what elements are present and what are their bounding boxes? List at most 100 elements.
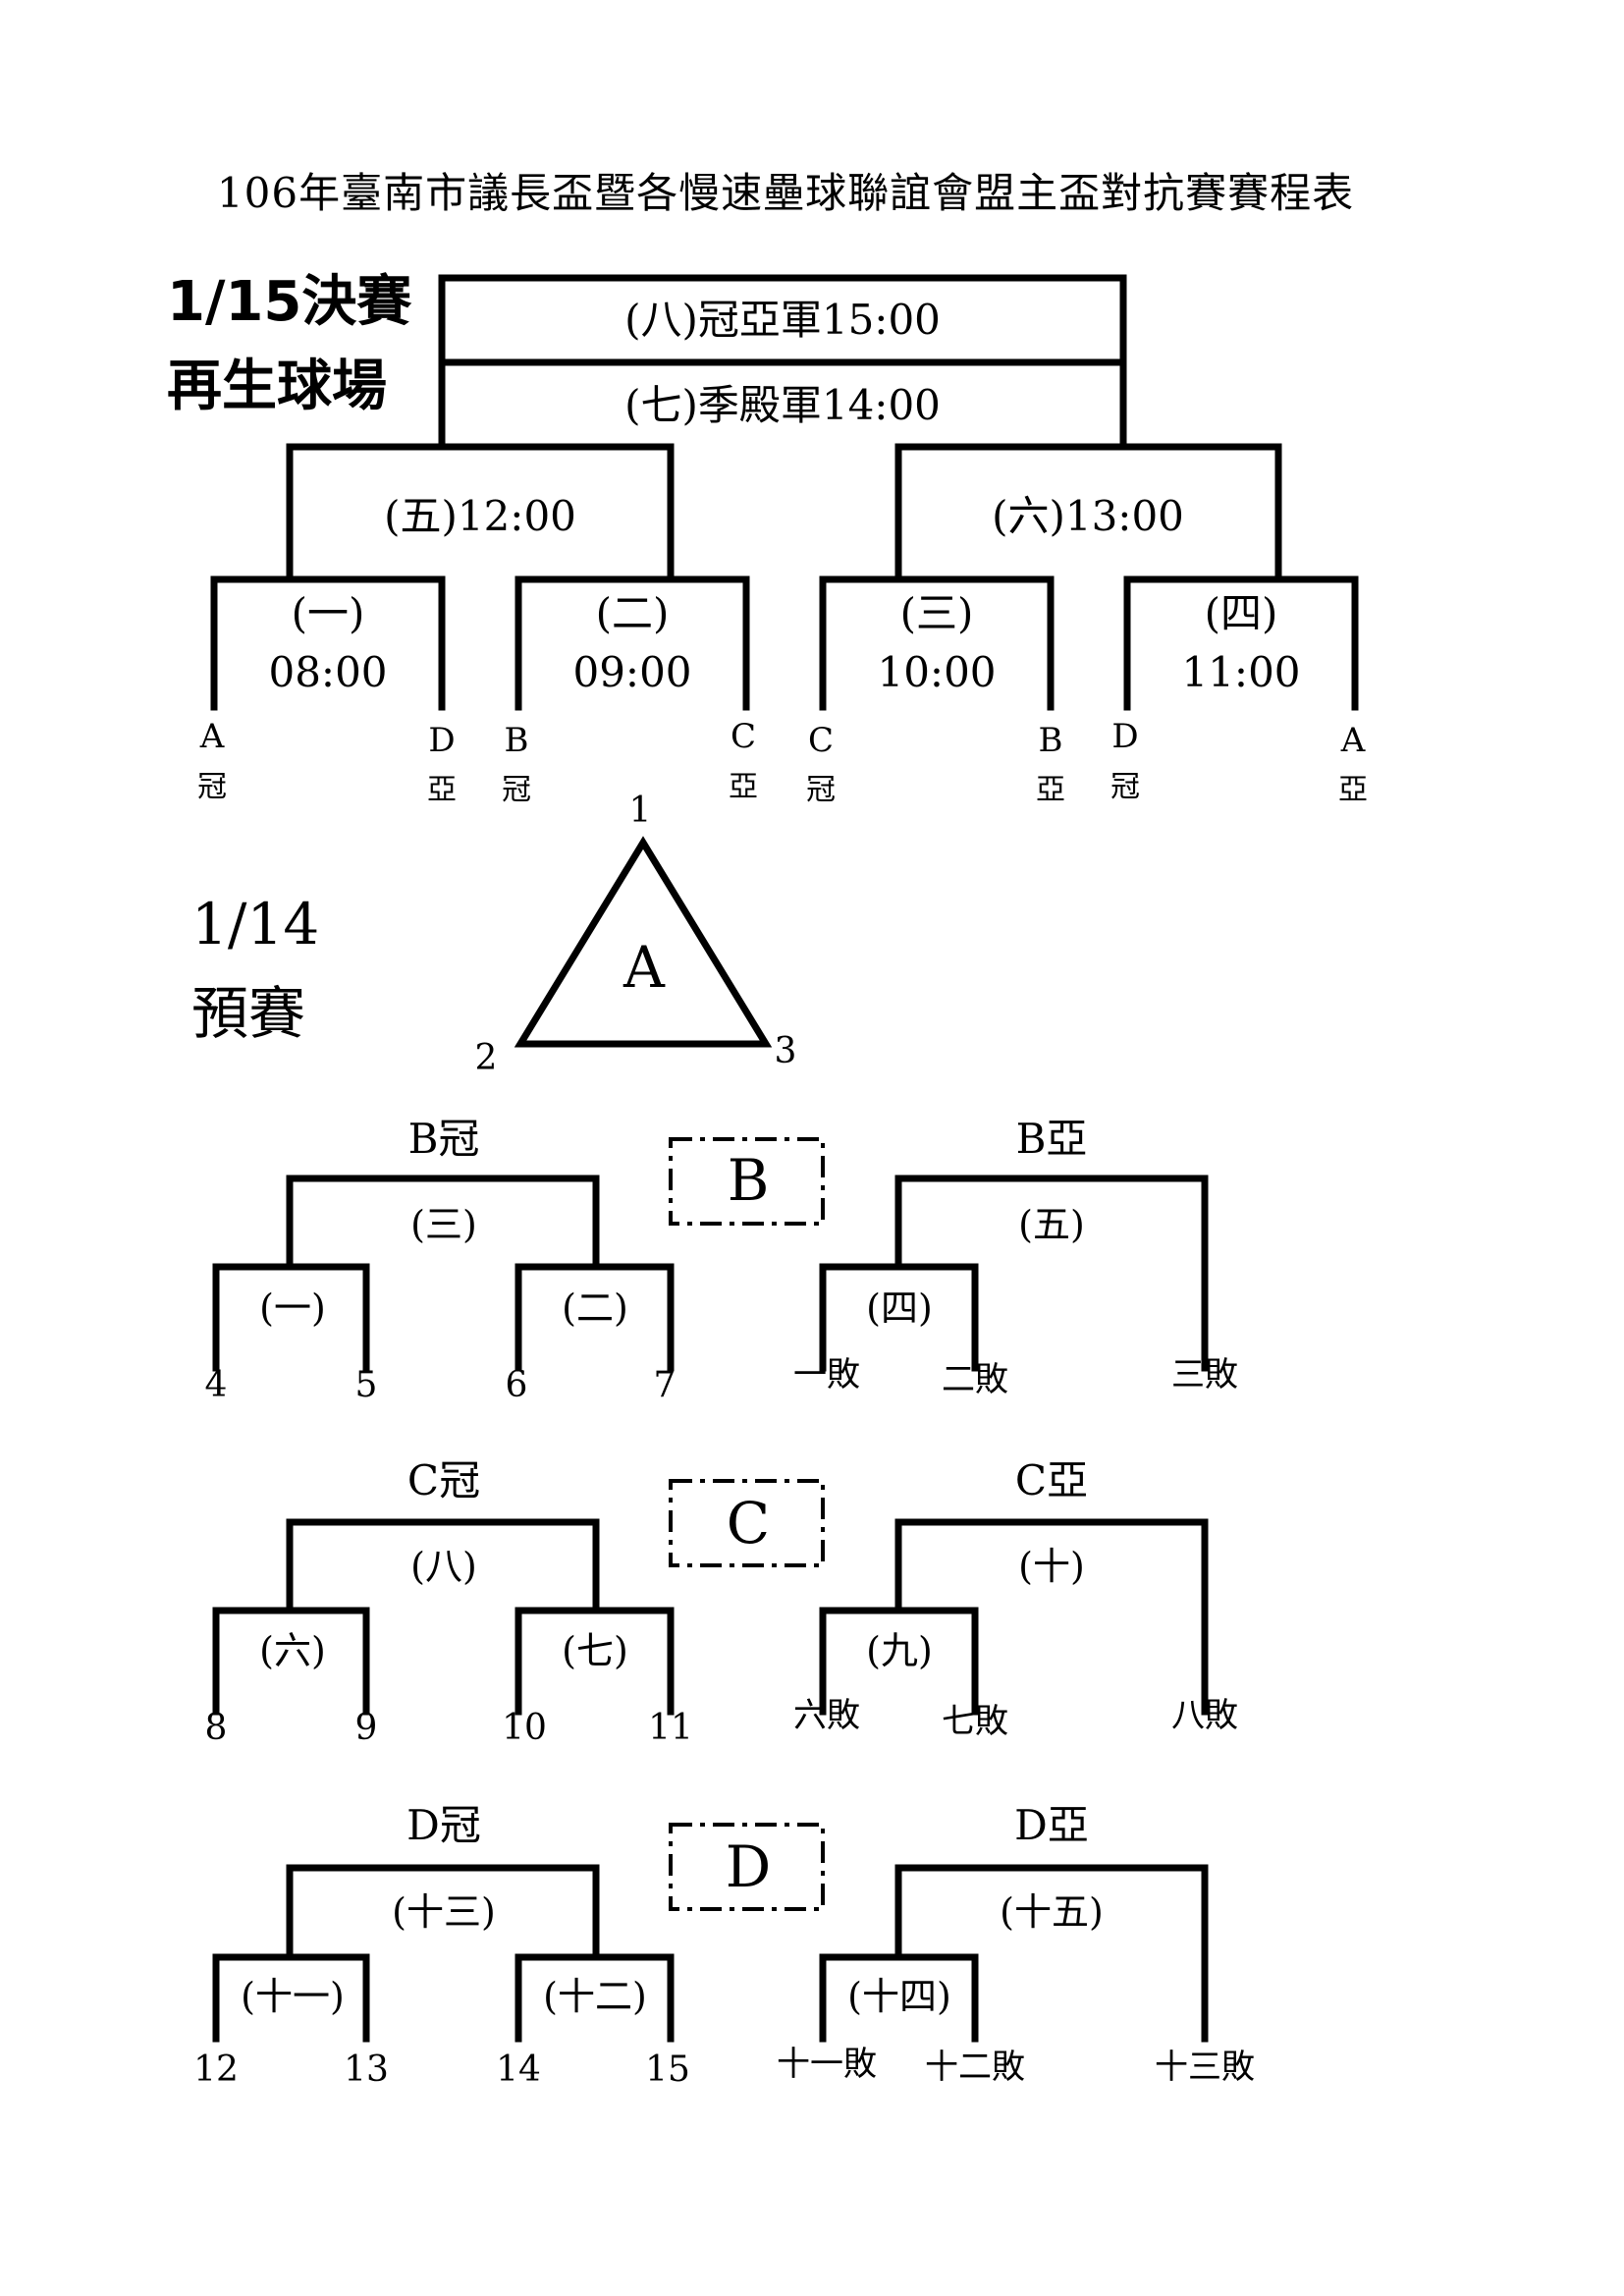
group-b-game-3: (三) xyxy=(410,1203,477,1246)
group-d-lose-left xyxy=(819,1953,979,2043)
seed-8-rank: 亞 xyxy=(1338,773,1368,807)
group-c-team-4: 11 xyxy=(648,1708,693,1748)
seed-6-rank: 亞 xyxy=(1036,773,1065,807)
seed-7-group: D xyxy=(1111,717,1139,756)
seed-5-group: C xyxy=(807,721,835,760)
semifinal-bracket-left xyxy=(286,443,675,583)
qf2-number: (二) xyxy=(595,589,670,637)
group-c-win-right xyxy=(514,1607,675,1716)
group-d-win-top xyxy=(286,1864,600,1961)
group-d-game-12: (十二) xyxy=(543,1975,647,2018)
qf-bracket-3 xyxy=(819,575,1055,711)
group-c-loser-1: 六敗 xyxy=(793,1696,860,1735)
group-b-lose-left xyxy=(819,1263,979,1372)
final-venue-label: 再生球場 xyxy=(167,355,387,418)
seed-4-group: C xyxy=(730,717,757,756)
group-c-team-3: 10 xyxy=(502,1708,547,1748)
seed-5-rank: 冠 xyxy=(806,773,836,807)
seed-1-group: A xyxy=(199,717,225,756)
group-b-lose-top xyxy=(894,1175,1209,1372)
group-d-game-11: (十一) xyxy=(241,1975,345,2018)
group-b-lose-label: B亞 xyxy=(1015,1115,1088,1163)
final-game6-label: (六)13:00 xyxy=(992,492,1184,540)
group-c-game-8: (八) xyxy=(410,1545,477,1588)
group-d-win-left xyxy=(212,1953,370,2043)
group-a-team-1: 1 xyxy=(628,791,652,831)
group-d-lose-label: D亞 xyxy=(1014,1801,1089,1849)
group-c-lose-label: C亞 xyxy=(1014,1456,1089,1504)
group-c-lose-left xyxy=(819,1607,979,1716)
group-b-game-2: (二) xyxy=(562,1286,628,1330)
qf2-time: 09:00 xyxy=(572,648,692,696)
seed-8-group: A xyxy=(1340,721,1366,760)
qf-bracket-1 xyxy=(210,575,446,711)
group-d-game-14: (十四) xyxy=(847,1975,951,2018)
qf1-time: 08:00 xyxy=(268,648,388,696)
group-a-letter: A xyxy=(623,934,665,1001)
group-d-loser-1: 十一敗 xyxy=(777,2045,877,2084)
group-c-win-label: C冠 xyxy=(406,1456,481,1504)
group-b-win-right xyxy=(514,1263,675,1372)
qf3-number: (三) xyxy=(899,589,974,637)
group-b-team-3: 6 xyxy=(505,1365,528,1405)
seed-4-rank: 亞 xyxy=(729,770,758,804)
group-b-win-left xyxy=(212,1263,370,1372)
group-d-loser-2: 十二敗 xyxy=(925,2048,1025,2087)
prelim-stage-label: 預賽 xyxy=(191,980,306,1047)
group-d-win-label: D冠 xyxy=(406,1801,481,1849)
group-c-team-2: 9 xyxy=(354,1708,378,1748)
group-a-triangle xyxy=(514,836,773,1048)
group-d-win-right xyxy=(514,1953,675,2043)
group-c-game-9: (九) xyxy=(866,1629,933,1672)
qf-bracket-4 xyxy=(1123,575,1359,711)
final-game7-label: (七)季殿軍14:00 xyxy=(624,381,941,429)
group-b-letter: B xyxy=(727,1147,770,1214)
group-c-win-top xyxy=(286,1518,600,1614)
semifinal-bracket-right xyxy=(894,443,1282,583)
group-a-team-2: 2 xyxy=(474,1038,498,1078)
group-c-lose-top xyxy=(894,1518,1209,1716)
seed-2-rank: 亞 xyxy=(427,773,457,807)
group-c-loser-3: 八敗 xyxy=(1171,1696,1238,1735)
group-c-game-7: (七) xyxy=(562,1629,628,1672)
group-d-box xyxy=(669,1823,825,1911)
seed-6-group: B xyxy=(1038,721,1063,760)
seed-3-rank: 冠 xyxy=(502,773,531,807)
qf-bracket-2 xyxy=(514,575,750,711)
group-d-team-3: 14 xyxy=(496,2050,541,2090)
group-b-win-top xyxy=(286,1175,600,1271)
group-c-game-6: (六) xyxy=(259,1629,326,1672)
qf3-time: 10:00 xyxy=(877,648,997,696)
group-b-team-1: 4 xyxy=(204,1365,228,1405)
group-d-lose-top xyxy=(894,1864,1209,2043)
prelim-date-label: 1/14 xyxy=(191,891,320,957)
group-d-game-15: (十五) xyxy=(1000,1890,1104,1934)
group-c-win-left xyxy=(212,1607,370,1716)
group-d-letter: D xyxy=(725,1833,772,1900)
group-b-loser-2: 二敗 xyxy=(942,1360,1008,1399)
final-box-game7-sides xyxy=(438,358,1127,451)
group-c-loser-2: 七敗 xyxy=(942,1702,1008,1741)
group-d-team-4: 15 xyxy=(645,2050,690,2090)
group-a-team-3: 3 xyxy=(774,1031,797,1071)
final-game5-label: (五)12:00 xyxy=(384,492,576,540)
group-c-box xyxy=(669,1479,825,1567)
group-d-loser-3: 十三敗 xyxy=(1155,2048,1255,2087)
group-b-game-5: (五) xyxy=(1018,1203,1085,1246)
group-c-letter: C xyxy=(726,1490,771,1557)
group-b-win-label: B冠 xyxy=(407,1115,480,1163)
group-b-loser-1: 一敗 xyxy=(793,1355,860,1394)
group-b-box xyxy=(669,1137,825,1226)
seed-3-group: B xyxy=(504,721,529,760)
seed-7-rank: 冠 xyxy=(1110,770,1140,804)
final-box-game8 xyxy=(438,274,1127,366)
group-d-team-2: 13 xyxy=(344,2050,389,2090)
group-b-loser-3: 三敗 xyxy=(1171,1355,1238,1394)
seed-1-rank: 冠 xyxy=(197,770,227,804)
group-d-game-13: (十三) xyxy=(392,1890,496,1934)
group-b-team-4: 7 xyxy=(653,1365,677,1405)
seed-2-group: D xyxy=(428,721,456,760)
page-title: 106年臺南市議長盃暨各慢速壘球聯誼會盟主盃對抗賽賽程表 xyxy=(216,169,1355,217)
final-date-label: 1/15決賽 xyxy=(167,270,412,334)
